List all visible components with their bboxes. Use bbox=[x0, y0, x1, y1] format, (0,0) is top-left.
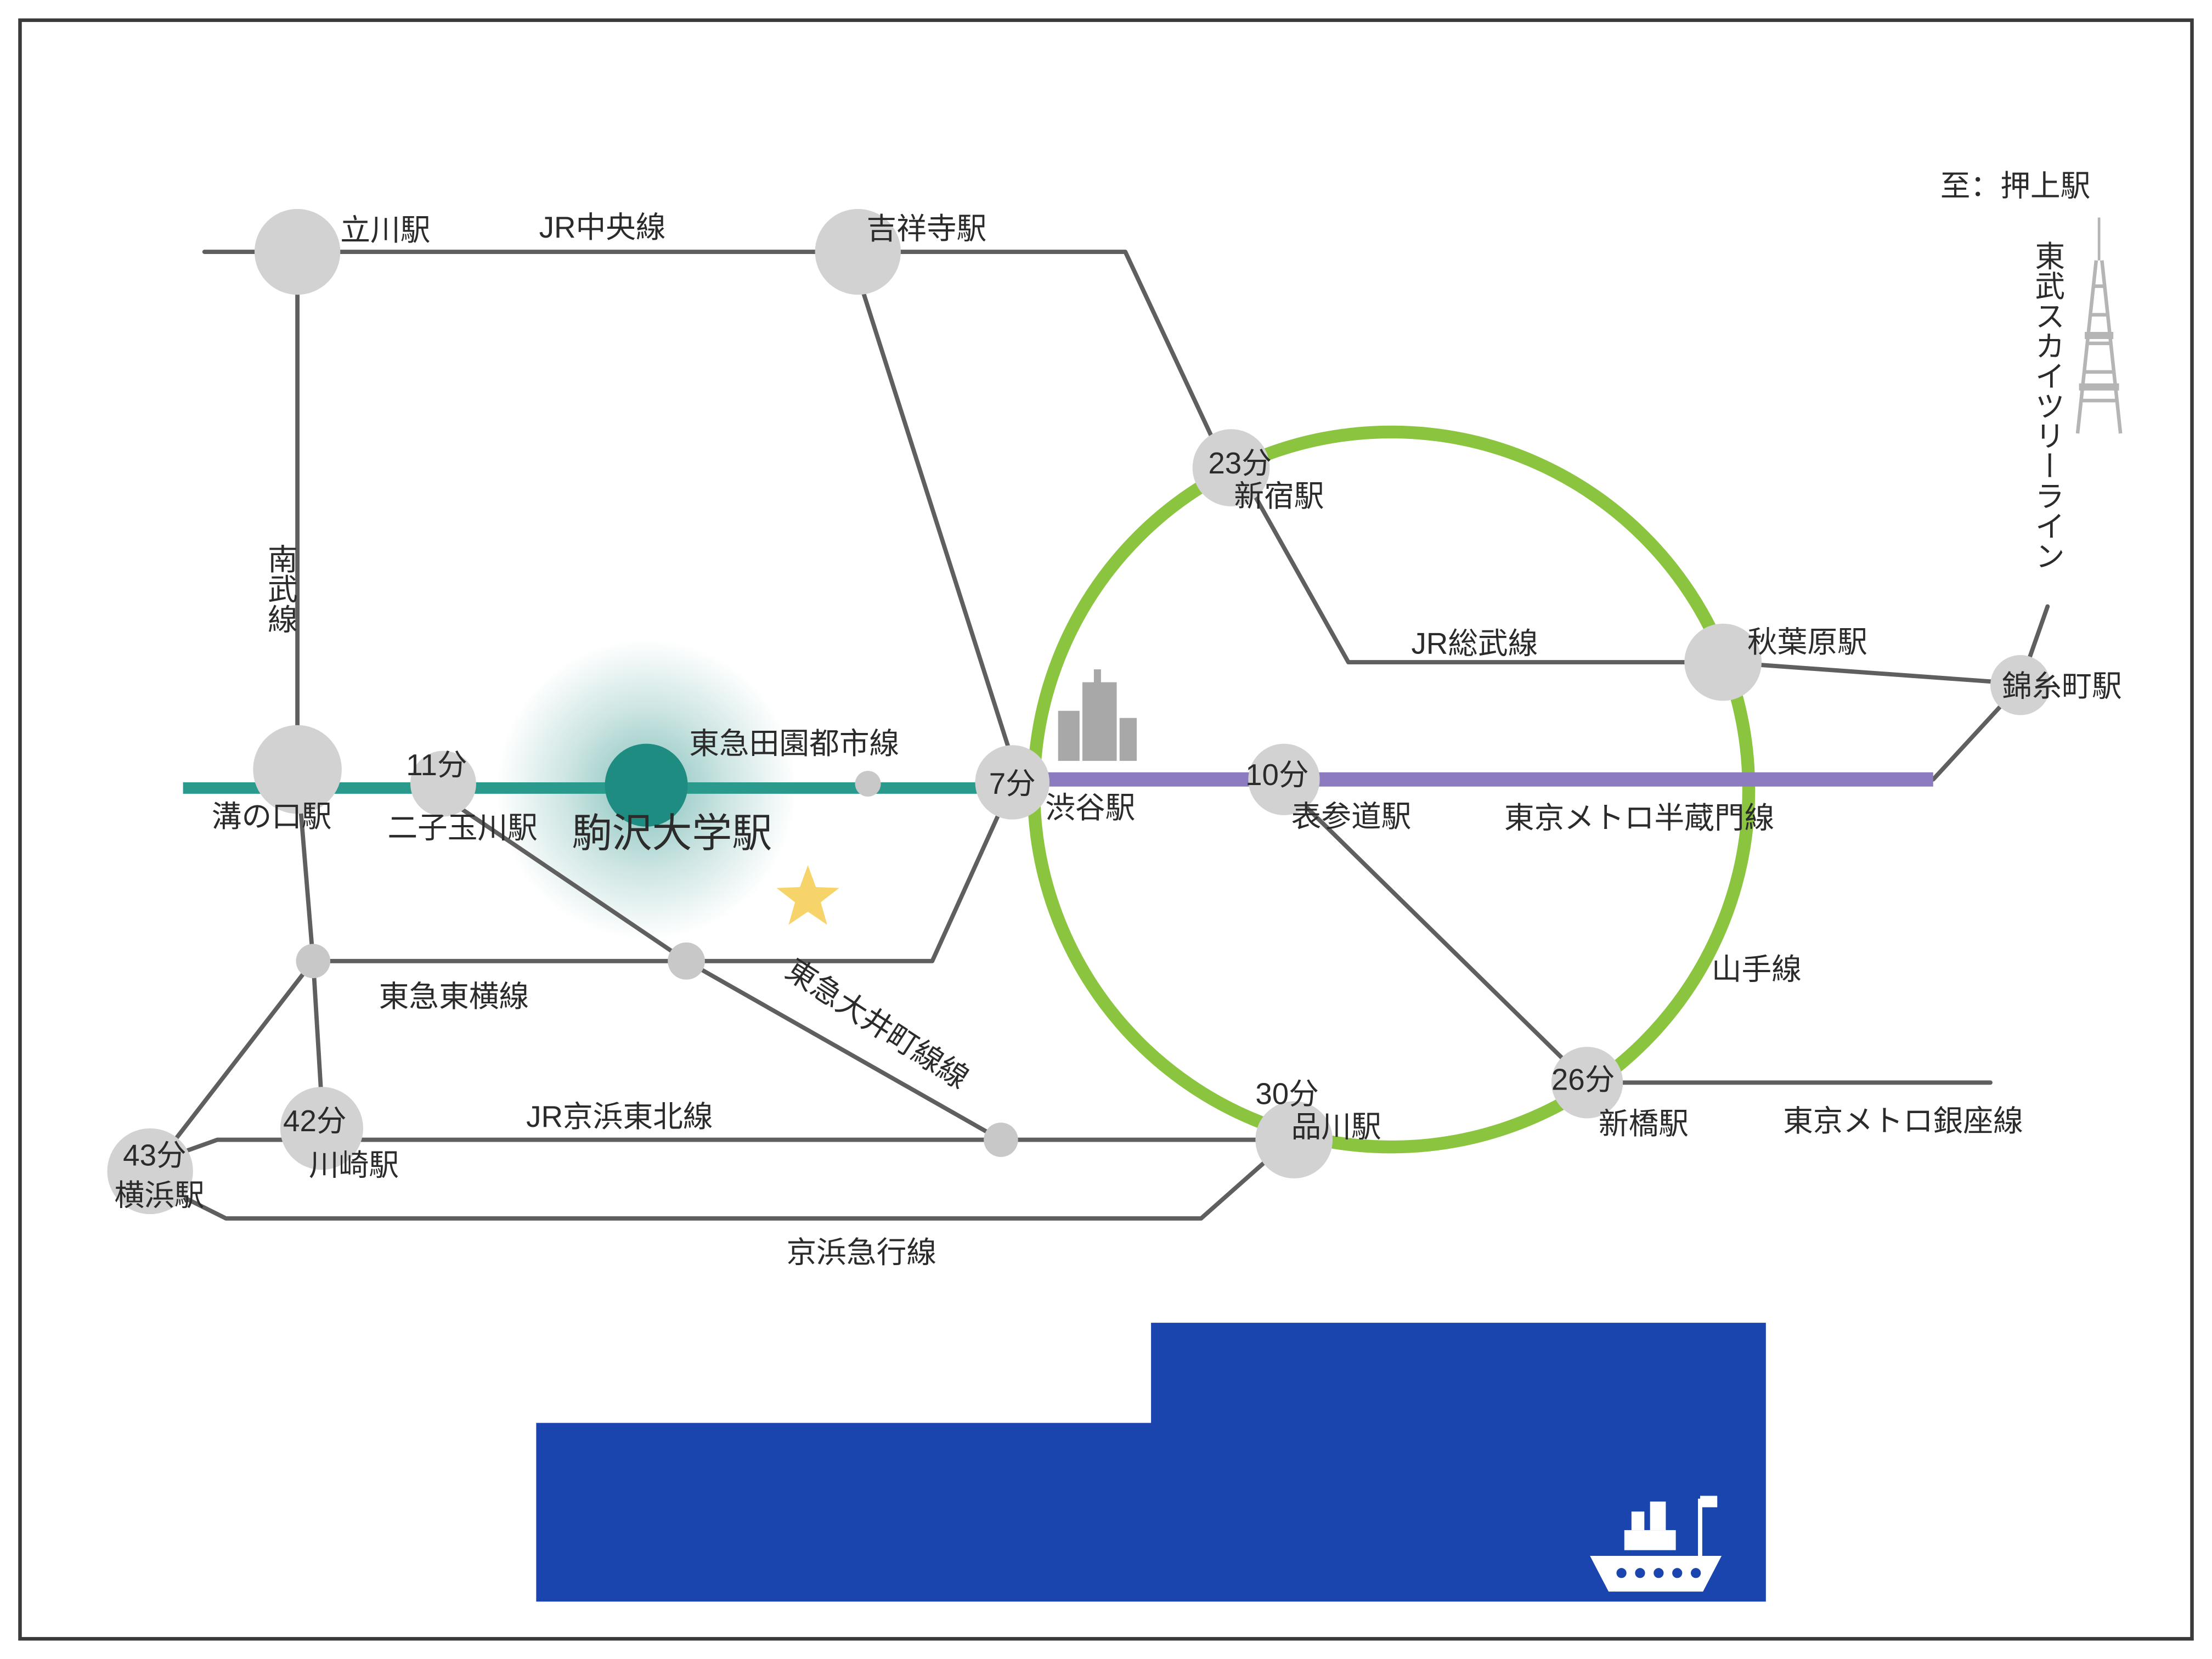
line-tobu-skytree-path bbox=[2027, 604, 2050, 662]
line-label-hanzomon: 東京メトロ半蔵門線 bbox=[1504, 800, 1774, 834]
station-time-omotesando: 10分 bbox=[1245, 758, 1309, 792]
station-time-kawasaki: 42分 bbox=[283, 1104, 347, 1138]
station-time-shinjuku: 23分 bbox=[1208, 446, 1272, 480]
station-circle-shibuya bbox=[975, 745, 1050, 820]
station-circle-yokohama bbox=[107, 1128, 193, 1215]
station-label-kinshicho: 錦糸町駅 bbox=[2002, 669, 2122, 703]
line-jr-sobu-path bbox=[1249, 487, 2023, 686]
station-label-shinjuku: 新宿駅 bbox=[1234, 479, 1324, 513]
map-border bbox=[18, 18, 2194, 1641]
station-label-kawasaki: 川崎駅 bbox=[309, 1148, 399, 1182]
station-circle-komazawadaigaku bbox=[605, 743, 688, 827]
building-icon bbox=[1058, 669, 1137, 761]
line-label-jr-sobu: JR総武線 bbox=[1411, 626, 1538, 660]
station-circle-omotesando bbox=[1248, 743, 1320, 815]
station-label-shimbashi: 新橋駅 bbox=[1599, 1107, 1689, 1141]
line-label-ginza: 東京メトロ銀座線 bbox=[1783, 1104, 2023, 1138]
line-label-keikyu: 京浜急行線 bbox=[786, 1235, 936, 1269]
station-label-yokohama: 横浜駅 bbox=[115, 1178, 205, 1212]
station-circle-kichijoji bbox=[815, 208, 901, 295]
station-dot-oimachi-cross bbox=[668, 942, 705, 980]
station-dot-toyoko bbox=[296, 944, 331, 979]
station-label-futakotamagawa: 二子玉川駅 bbox=[387, 811, 538, 845]
line-label-yamanote: 山手線 bbox=[1712, 952, 1802, 986]
line-keikyu-path bbox=[152, 1150, 1278, 1221]
station-circle-akihabara bbox=[1684, 623, 1762, 701]
station-label-tachikawa: 立川駅 bbox=[340, 213, 430, 247]
station-circle-kinshicho bbox=[1990, 655, 2051, 715]
line-jr-chuo-path bbox=[202, 250, 1229, 472]
line-label-toyoko: 東急東横線 bbox=[379, 979, 529, 1013]
station-circle-shinagawa bbox=[1255, 1101, 1333, 1178]
station-time-shimbashi: 26分 bbox=[1551, 1062, 1615, 1096]
station-time-futakotamagawa: 11分 bbox=[406, 748, 467, 782]
line-toyoko-path bbox=[150, 794, 1009, 1171]
station-circle-shinjuku bbox=[1192, 429, 1270, 506]
station-time-yokohama: 43分 bbox=[123, 1138, 187, 1172]
station-dot-denentoshi bbox=[855, 771, 881, 797]
station-label-omotesando: 表参道駅 bbox=[1291, 799, 1412, 833]
station-dot-oimachi-end bbox=[984, 1122, 1018, 1157]
note-to-oshiage: 至：押上駅 bbox=[1940, 168, 2091, 202]
star-icon bbox=[776, 865, 839, 925]
line-label-jr-chuo: JR中央線 bbox=[539, 210, 666, 244]
station-label-akihabara: 秋葉原駅 bbox=[1747, 625, 1867, 659]
station-circle-tachikawa bbox=[254, 208, 341, 295]
line-label-denentoshi: 東急田園都市線 bbox=[689, 726, 899, 760]
station-time-shinagawa: 30分 bbox=[1255, 1076, 1319, 1110]
station-label-mizonokuchi: 溝の口駅 bbox=[212, 799, 332, 833]
station-label-kichijoji: 吉祥寺駅 bbox=[866, 212, 986, 246]
station-circle-mizonokuchi bbox=[253, 725, 342, 814]
skytree-icon bbox=[2075, 217, 2123, 434]
line-label-tobu-skytree: 東武スカイツリーライン bbox=[2030, 240, 2064, 571]
line-inokashira-path bbox=[860, 286, 1012, 753]
station-time-shibuya: 7分 bbox=[989, 766, 1036, 800]
line-label-nambu: 南武線 bbox=[263, 544, 297, 634]
bay-shape bbox=[536, 1323, 1766, 1602]
station-label-komazawadaigaku: 駒沢大学駅 bbox=[572, 811, 772, 855]
station-circle-kawasaki bbox=[280, 1087, 364, 1170]
station-circle-futakotamagawa bbox=[410, 751, 476, 817]
line-label-keihin-tohoku: JR京浜東北線 bbox=[526, 1099, 713, 1133]
station-label-shinagawa: 品川駅 bbox=[1291, 1109, 1381, 1143]
ship-icon bbox=[1590, 1496, 1722, 1592]
line-nambu-path bbox=[295, 292, 325, 1130]
station-circle-shimbashi bbox=[1551, 1047, 1623, 1119]
station-label-shibuya: 渋谷駅 bbox=[1045, 791, 1135, 825]
